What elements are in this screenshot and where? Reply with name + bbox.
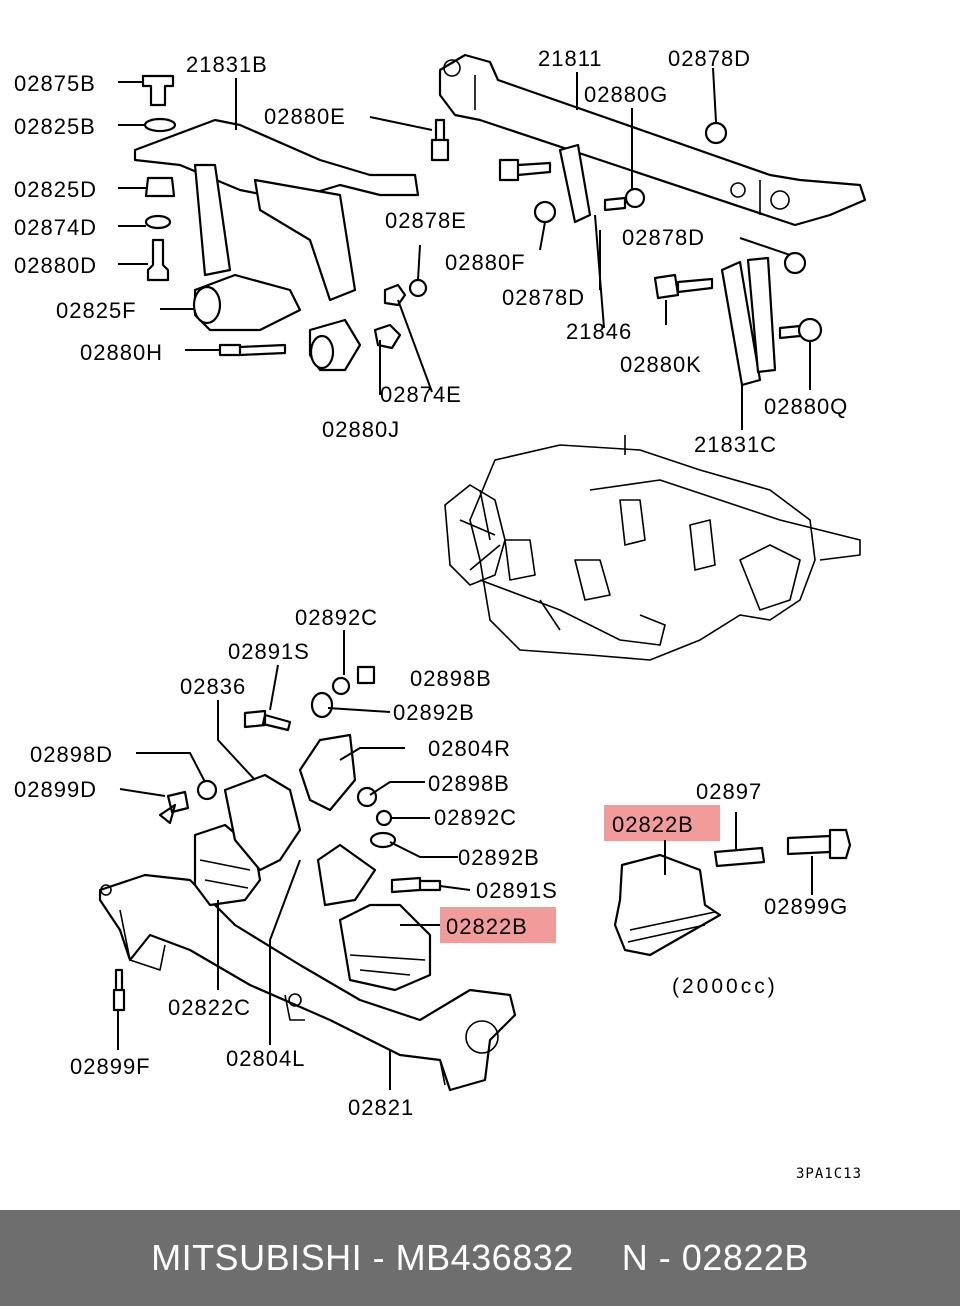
highlight-02822b-center (440, 907, 556, 943)
part-label: 02822B (446, 914, 528, 939)
engine-note: (2000cc) (672, 975, 778, 998)
part-label: 02880J (322, 417, 400, 442)
part-label: 02874E (380, 382, 462, 407)
footer-separator: - (372, 1237, 386, 1278)
footer-ref-separator: - (658, 1237, 672, 1278)
part-label: 02878D (668, 46, 751, 71)
part-label: 02804R (428, 736, 511, 761)
part-label: 02897 (696, 779, 762, 804)
part-label: 02880K (620, 352, 702, 377)
part-label: 02880F (445, 250, 526, 275)
part-label: 02892B (393, 700, 475, 725)
part-label: 02891S (476, 878, 558, 903)
part-label: 02878D (502, 285, 585, 310)
part-label: 02825B (14, 114, 96, 139)
part-label: 21831B (186, 52, 268, 77)
footer-brand: MITSUBISHI (151, 1237, 363, 1278)
part-label: 02880D (14, 253, 97, 278)
part-label: 02822C (168, 995, 251, 1020)
part-label: 02891S (228, 639, 310, 664)
part-label: 21811 (538, 46, 603, 71)
engine-reference-drawing (444, 435, 861, 661)
bottom-assembly-drawing: 02892C 02891S 02836 02898B 02892B 02898D… (14, 605, 862, 1182)
highlight-02822b-right (604, 805, 720, 841)
part-label: 02892C (434, 805, 517, 830)
part-label: 21831C (694, 432, 777, 457)
part-label: 02898B (410, 666, 492, 691)
part-label: 02825F (56, 298, 137, 323)
footer-ref-prefix: N (621, 1237, 649, 1278)
part-label: 02899G (764, 894, 848, 919)
part-label: 02880H (80, 340, 163, 365)
part-label: 02874D (14, 215, 97, 240)
footer-bar: MITSUBISHI - MB436832 N - 02822B (0, 1210, 960, 1306)
part-label: 02804L (226, 1046, 305, 1071)
footer-part-number: MB436832 (395, 1237, 574, 1278)
part-label: 02821 (348, 1095, 414, 1120)
parts-diagram: 02875B 02825B 02825D 02874D 02880D 02825… (14, 46, 867, 1182)
part-label: 02892C (295, 605, 378, 630)
part-label: 02878E (385, 208, 467, 233)
part-label: 02880Q (764, 394, 848, 419)
part-label: 02880G (584, 82, 668, 107)
drawing-code: 3PA1C13 (796, 1166, 862, 1182)
part-label: 21846 (566, 319, 632, 344)
part-label: 02892B (458, 845, 540, 870)
part-label: 02899F (70, 1054, 151, 1079)
part-label: 02836 (180, 674, 246, 699)
part-label: 02878D (622, 225, 705, 250)
part-label: 02822B (612, 812, 694, 837)
footer-ref-number: 02822B (681, 1237, 809, 1278)
part-label: 02899D (14, 777, 97, 802)
part-label: 02825D (14, 177, 97, 202)
part-label: 02898B (428, 771, 510, 796)
part-label: 02880E (264, 104, 346, 129)
top-assembly-drawing: 02875B 02825B 02825D 02874D 02880D 02825… (14, 46, 867, 457)
part-label: 02898D (30, 742, 113, 767)
part-label: 02875B (14, 71, 96, 96)
